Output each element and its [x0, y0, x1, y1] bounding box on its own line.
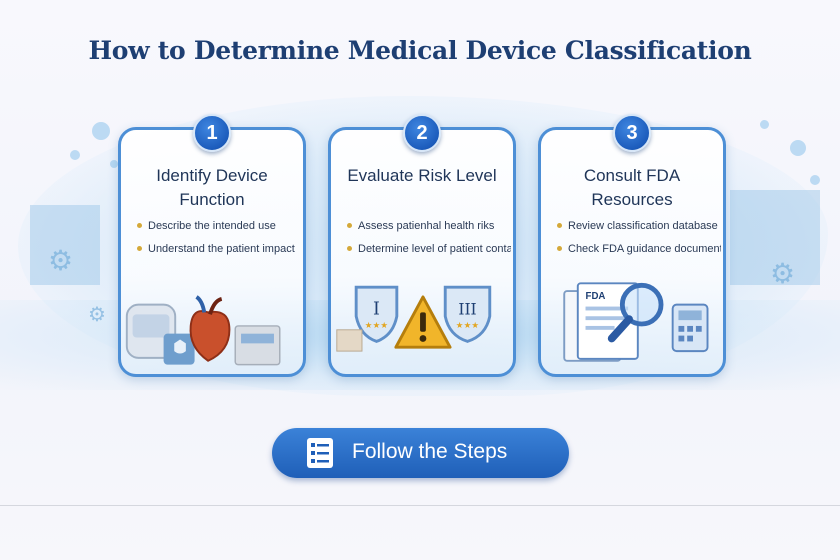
bubble	[70, 150, 80, 160]
step-title: Evaluate Risk Level	[347, 166, 497, 185]
step-number-badge: 2	[403, 114, 441, 152]
step-bullets: Describe the intended use Understand the…	[135, 220, 301, 266]
step-bullets: Review classification database Check FDA…	[555, 220, 721, 266]
step-title: Consult FDA Resources	[583, 166, 681, 209]
skyline-right	[730, 190, 820, 285]
bullet-item: Assess patienhal health riks	[345, 220, 511, 232]
magnifier-icon	[619, 282, 664, 327]
step-card-2: 2 Evaluate Risk Level Assess patienhal h…	[328, 114, 516, 377]
skyline-left	[30, 205, 100, 285]
bubble	[760, 120, 769, 129]
bullet-item: Check FDA guidance documents	[555, 243, 721, 255]
shield-label: III	[458, 300, 476, 318]
step-bullets: Assess patienhal health riks Determine l…	[345, 220, 511, 266]
bullet-item: Describe the intended use	[135, 220, 301, 232]
class-shield-icon	[443, 285, 492, 343]
gear-icon: ⚙	[88, 304, 106, 326]
step-number-badge: 3	[613, 114, 651, 152]
class-shield-icon	[354, 285, 399, 343]
device-box-icon	[234, 325, 281, 366]
bubble	[92, 122, 110, 140]
svg-text:★★★: ★★★	[456, 320, 480, 330]
divider	[0, 505, 840, 506]
checklist-icon	[307, 438, 333, 468]
fda-resources-illustration: FDA	[563, 282, 709, 362]
fda-label: FDA	[586, 291, 606, 302]
risk-level-illustration: I ★★★ III ★★★	[336, 285, 492, 352]
follow-the-steps-label: Follow the Steps	[352, 440, 508, 463]
step-card-3: 3 Consult FDA Resources Review classific…	[538, 114, 726, 377]
page-title: How to Determine Medical Device Classifi…	[88, 36, 752, 65]
bubble	[810, 175, 820, 185]
bullet-item: Review classification database	[555, 220, 721, 232]
bubble	[110, 160, 118, 168]
shield-label: I	[373, 299, 380, 319]
step-number-badge: 1	[193, 114, 231, 152]
svg-text:★★★: ★★★	[365, 320, 389, 330]
building-icon	[336, 329, 363, 352]
bullet-item: Determine level of patient contar	[345, 243, 511, 255]
bullet-item: Understand the patient impact	[135, 243, 301, 255]
gear-icon: ⚙	[770, 258, 796, 289]
medical-devices-illustration	[125, 295, 281, 366]
step-card-1: 1 Identify Device Function Describe the …	[118, 114, 306, 377]
heart-icon	[189, 310, 231, 362]
bubble	[790, 140, 806, 156]
gear-icon: ⚙	[48, 245, 74, 276]
step-title: Identify Device Function	[156, 166, 268, 209]
follow-the-steps-button[interactable]: Follow the Steps	[272, 428, 569, 478]
